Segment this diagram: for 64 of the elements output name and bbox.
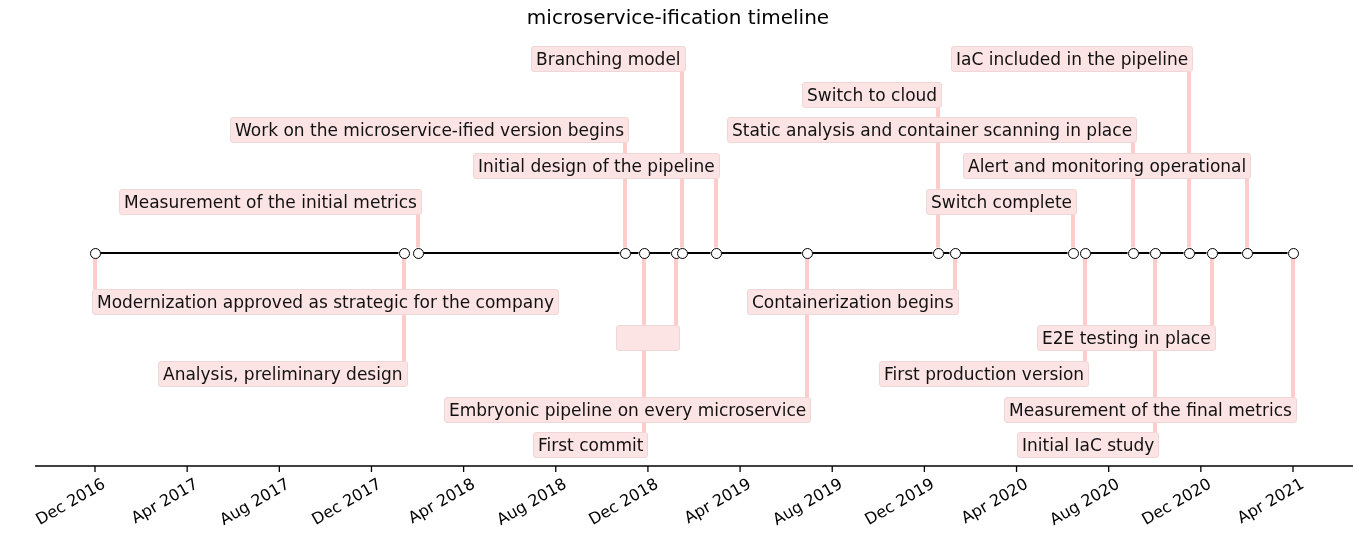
leader-line bbox=[714, 179, 718, 248]
timeline-segment bbox=[629, 252, 640, 254]
event-marker bbox=[1067, 247, 1079, 259]
event-label: Initial IaC study bbox=[1017, 432, 1160, 458]
leader-line bbox=[674, 258, 678, 325]
event-label: Initial design of the pipeline bbox=[473, 153, 720, 179]
event-marker bbox=[710, 247, 722, 259]
event-label: Measurement of the initial metrics bbox=[119, 189, 422, 215]
timeline-segment bbox=[1216, 252, 1243, 254]
timeline-segment bbox=[1089, 252, 1129, 254]
event-label: IaC included in the pipeline bbox=[951, 46, 1194, 72]
event-marker bbox=[1206, 247, 1218, 259]
event-marker bbox=[89, 247, 101, 259]
event-label: Switch complete bbox=[926, 189, 1077, 215]
event-label: Embryonic pipeline on every microservice bbox=[444, 397, 812, 423]
leader-line bbox=[680, 72, 684, 248]
event-label: Switch to cloud bbox=[802, 82, 943, 108]
leader-line bbox=[1210, 258, 1214, 325]
event-label: First production version bbox=[879, 361, 1090, 387]
event-label: E2E testing in place bbox=[1037, 325, 1216, 351]
leader-line bbox=[1291, 258, 1295, 397]
leader-line bbox=[93, 258, 97, 289]
event-label-box bbox=[616, 325, 680, 351]
chart-title: microservice-ification timeline bbox=[525, 5, 831, 29]
event-label: Branching model bbox=[531, 46, 686, 72]
event-marker bbox=[1287, 247, 1299, 259]
timeline-segment bbox=[1159, 252, 1185, 254]
timeline-segment bbox=[959, 252, 1069, 254]
leader-line bbox=[416, 215, 420, 248]
event-marker bbox=[1127, 247, 1139, 259]
event-label: Modernization approved as strategic for the company bbox=[92, 289, 559, 315]
event-label: First commit bbox=[533, 432, 649, 458]
timeline-segment bbox=[811, 252, 934, 254]
timeline-segment bbox=[648, 252, 672, 254]
event-marker bbox=[676, 247, 688, 259]
event-marker bbox=[619, 247, 631, 259]
timeline-segment bbox=[686, 252, 712, 254]
event-marker bbox=[398, 247, 410, 259]
event-marker bbox=[1183, 247, 1195, 259]
timeline-segment bbox=[422, 252, 621, 254]
event-marker bbox=[1079, 247, 1091, 259]
event-label: Static analysis and container scanning in place bbox=[727, 117, 1138, 143]
event-marker bbox=[801, 247, 813, 259]
event-marker bbox=[638, 247, 650, 259]
leader-line bbox=[1071, 215, 1075, 248]
event-label: Containerization begins bbox=[747, 289, 959, 315]
timeline-segment bbox=[1193, 252, 1208, 254]
timeline-segment bbox=[720, 252, 803, 254]
leader-line bbox=[1245, 179, 1249, 248]
timeline-segment bbox=[99, 252, 400, 254]
event-marker bbox=[412, 247, 424, 259]
event-marker bbox=[1149, 247, 1161, 259]
event-marker bbox=[932, 247, 944, 259]
timeline-segment bbox=[1137, 252, 1151, 254]
event-label: Alert and monitoring operational bbox=[963, 153, 1252, 179]
event-label: Measurement of the final metrics bbox=[1004, 397, 1297, 423]
timeline-segment bbox=[942, 252, 951, 254]
event-label: Work on the microservice-ified version begins bbox=[230, 117, 630, 143]
event-marker bbox=[949, 247, 961, 259]
event-marker bbox=[1241, 247, 1253, 259]
event-label: Analysis, preliminary design bbox=[158, 361, 408, 387]
leader-line bbox=[953, 258, 957, 289]
leader-line bbox=[1187, 72, 1191, 248]
timeline-segment bbox=[1251, 252, 1289, 254]
